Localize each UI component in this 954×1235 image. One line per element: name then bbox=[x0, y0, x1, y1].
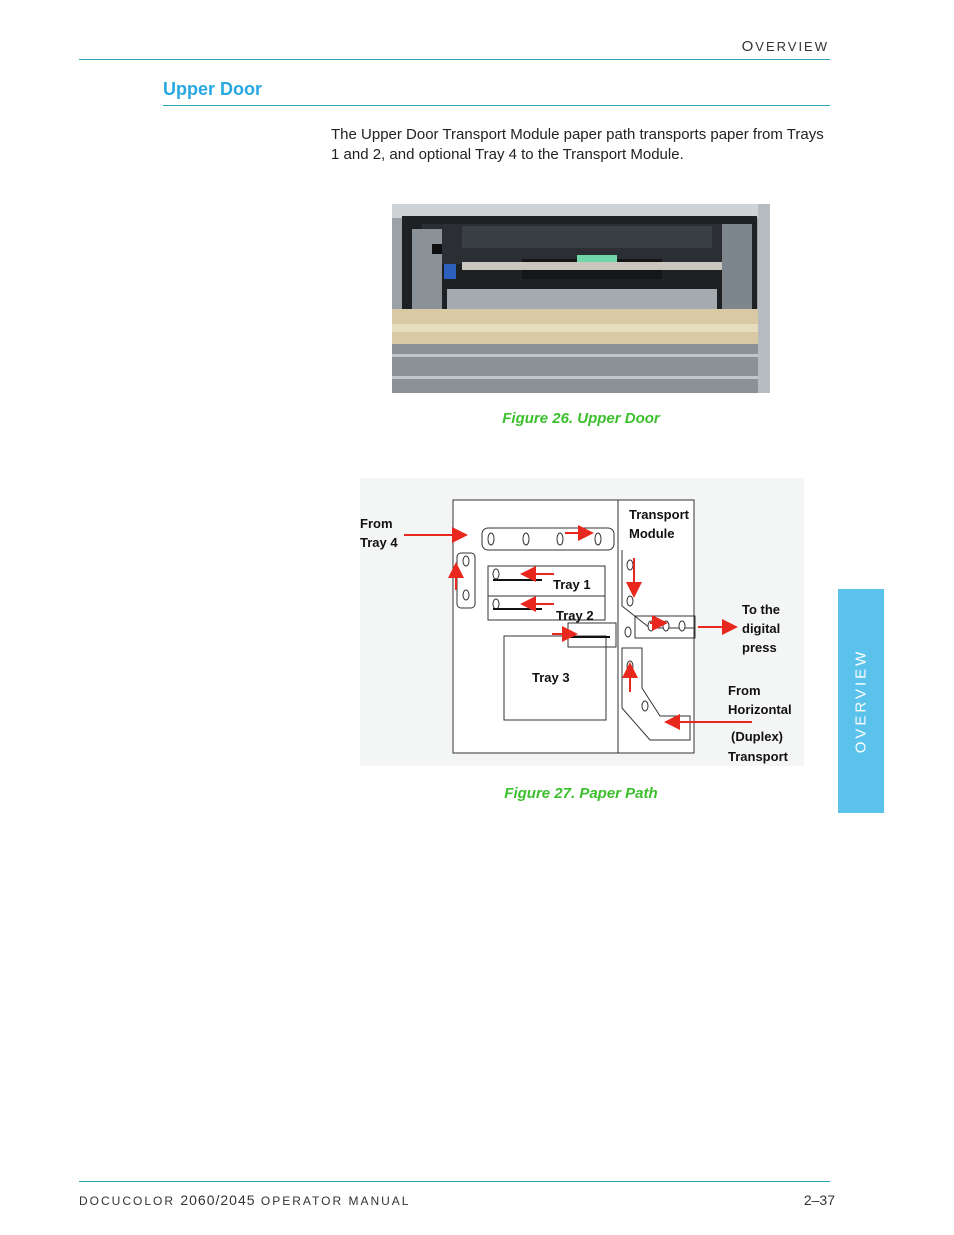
label-tray3: Tray 3 bbox=[532, 670, 570, 685]
header-rule bbox=[79, 59, 830, 60]
label-from-tray4-2: Tray 4 bbox=[360, 535, 398, 550]
label-tray1: Tray 1 bbox=[553, 577, 591, 592]
section-title: Upper Door bbox=[163, 79, 262, 99]
label-tray2: Tray 2 bbox=[556, 608, 594, 623]
label-transport-1: Transport bbox=[629, 507, 689, 522]
section-rule bbox=[163, 105, 830, 106]
label-to-press-2: digital bbox=[742, 621, 781, 636]
paper-path-diagram: From Tray 4 Transport Module Tray 1 Tray… bbox=[360, 478, 804, 766]
label-from-tray4-1: From bbox=[360, 516, 393, 531]
page-number: 2–37 bbox=[803, 1192, 835, 1208]
label-to-press-1: To the bbox=[742, 602, 781, 617]
footer-rule bbox=[79, 1181, 830, 1182]
label-transport-2: Module bbox=[629, 526, 675, 541]
label-to-press-3: press bbox=[742, 640, 777, 655]
label-duplex-1: (Duplex) bbox=[731, 729, 783, 744]
body-paragraph: The Upper Door Transport Module paper pa… bbox=[331, 126, 824, 163]
running-header: OVERVIEW bbox=[741, 38, 829, 55]
chapter-side-tab: OVERVIEW bbox=[838, 589, 884, 813]
side-tab-label: OVERVIEW bbox=[852, 648, 870, 754]
figure-27-caption: Figure 27. Paper Path bbox=[504, 785, 658, 802]
label-from-horizontal-1: From bbox=[728, 683, 761, 698]
label-from-horizontal-2: Horizontal bbox=[728, 702, 792, 717]
figure-26-caption: Figure 26. Upper Door bbox=[502, 410, 660, 427]
label-duplex-2: Transport bbox=[728, 749, 788, 764]
footer-title: DOCUCOLOR 2060/2045 OPERATOR MANUAL bbox=[79, 1192, 411, 1208]
upper-door-photo bbox=[392, 204, 770, 393]
